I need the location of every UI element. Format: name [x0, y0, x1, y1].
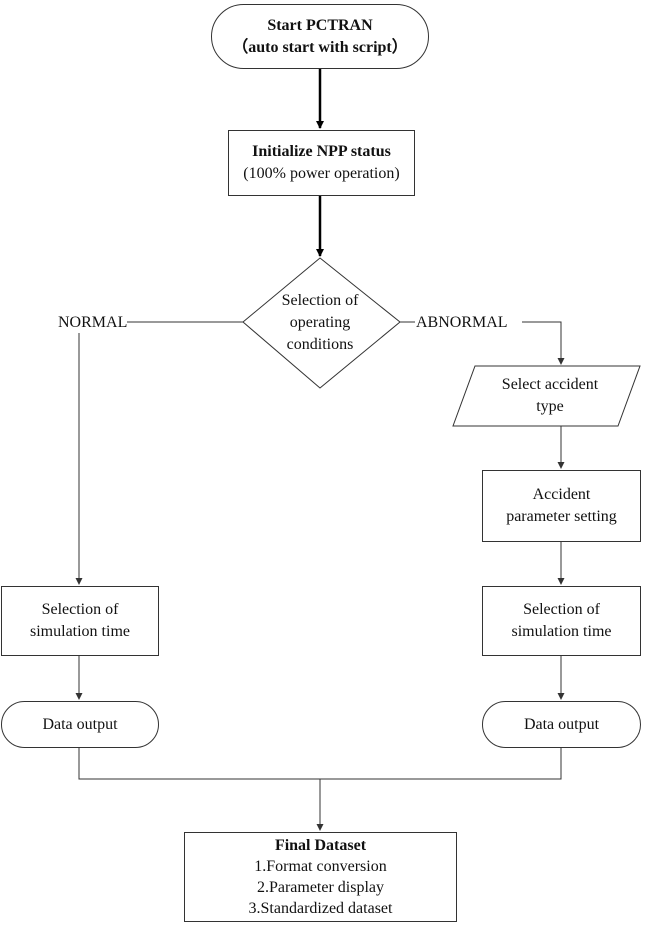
select-accident-parallelogram	[452, 365, 641, 427]
start-subtitle: （auto start with script）	[232, 38, 408, 56]
decision-text: Selection of operating conditions	[281, 292, 359, 353]
line-merge	[78, 748, 562, 780]
final-item-1: 1.Format conversion	[254, 858, 387, 875]
label-abnormal: ABNORMAL	[416, 313, 508, 333]
select-accident-text: Select accident type	[501, 376, 599, 415]
start-title: Start PCTRAN	[267, 16, 373, 34]
right-sim-time-box: Selection of simulation time	[482, 586, 641, 656]
right-data-output: Data output	[482, 701, 641, 748]
decision-diamond	[242, 257, 401, 389]
line-normal-down	[75, 321, 138, 585]
left-data-output: Data output	[1, 701, 159, 748]
init-subtitle: (100% power operation)	[243, 165, 400, 182]
final-item-3: 3.Standardized dataset	[248, 900, 393, 917]
accident-param-box: Accident parameter setting	[482, 470, 641, 542]
left-sim-time-box: Selection of simulation time	[1, 586, 159, 656]
label-normal: NORMAL	[58, 313, 128, 333]
init-process: Initialize NPP status (100% power operat…	[228, 130, 415, 196]
line-abnormal-down	[522, 321, 565, 365]
start-terminal: Start PCTRAN （auto start with script）	[211, 4, 429, 69]
final-title: Final Dataset	[274, 837, 367, 854]
init-title: Initialize NPP status	[252, 143, 391, 160]
final-dataset-box: Final Dataset 1.Format conversion 2.Para…	[184, 832, 457, 922]
final-item-2: 2.Parameter display	[256, 879, 385, 896]
